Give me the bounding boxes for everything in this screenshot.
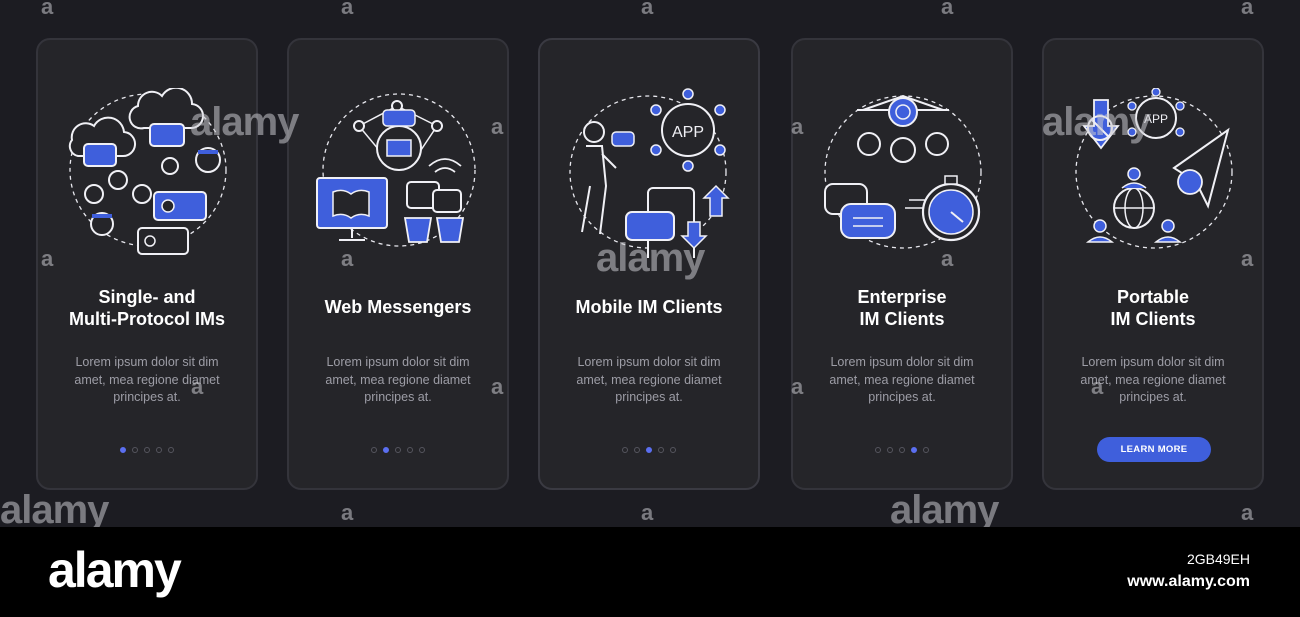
watermark-mark: a — [491, 114, 504, 139]
mobile-app-network-icon: APP — [560, 88, 740, 258]
onboarding-card-4: Enterprise IM Clients Lorem ipsum dolor … — [791, 38, 1013, 490]
title-line-2: IM Clients — [859, 309, 945, 329]
alamy-logo: alamy — [48, 542, 182, 598]
watermark-mark: a — [941, 0, 954, 19]
watermark-mark: a — [41, 0, 54, 19]
watermark-mark: a — [491, 374, 504, 399]
svg-text:APP: APP — [1144, 112, 1168, 126]
card-title: Portable IM Clients — [1044, 286, 1262, 330]
pagination-dot-5[interactable] — [168, 447, 174, 453]
onboarding-screens: Single- and Multi-Protocol IMs Lorem ips… — [0, 0, 1264, 532]
onboarding-card-2: Web Messengers Lorem ipsum dolor sit dim… — [287, 38, 509, 490]
pagination-dot-1[interactable] — [875, 447, 881, 453]
pagination-dot-2[interactable] — [383, 447, 389, 453]
pagination-dot-3[interactable] — [395, 447, 401, 453]
pagination-dot-2[interactable] — [887, 447, 893, 453]
title-line-1: Single- and — [98, 287, 196, 307]
pagination-dot-3[interactable] — [144, 447, 150, 453]
onboarding-card-1: Single- and Multi-Protocol IMs Lorem ips… — [36, 38, 258, 490]
web-messenger-devices-icon — [309, 88, 489, 258]
watermark-logo: alamy — [890, 488, 999, 532]
pagination-dot-5[interactable] — [670, 447, 676, 453]
watermark-mark: a — [41, 246, 54, 271]
pagination-dot-4[interactable] — [911, 447, 917, 453]
watermark-logo: alamy — [1042, 100, 1151, 144]
watermark-mark: a — [791, 114, 804, 139]
watermark-mark: a — [641, 0, 654, 19]
watermark-mark: a — [341, 246, 354, 271]
pagination-dot-3[interactable] — [646, 447, 652, 453]
enterprise-team-chat-icon — [813, 88, 993, 258]
pagination-dot-5[interactable] — [923, 447, 929, 453]
chat-clouds-users-icon — [58, 88, 238, 258]
pagination-dots — [38, 447, 256, 455]
pagination-dot-1[interactable] — [622, 447, 628, 453]
pagination-dot-3[interactable] — [899, 447, 905, 453]
stock-footer-bar: alamy 2GB49EH www.alamy.com — [0, 527, 1300, 617]
watermark-logo: alamy — [190, 100, 299, 144]
card-title: Enterprise IM Clients — [793, 286, 1011, 330]
pagination-dot-5[interactable] — [419, 447, 425, 453]
card-description: Lorem ipsum dolor sit dim amet, mea regi… — [74, 355, 220, 404]
watermark-mark: a — [1241, 500, 1254, 525]
pagination-dot-1[interactable] — [120, 447, 126, 453]
title-line-2: IM Clients — [1110, 309, 1196, 329]
watermark-mark: a — [791, 374, 804, 399]
watermark-mark: a — [1091, 374, 1104, 399]
card-description: Lorem ipsum dolor sit dim amet, mea regi… — [325, 355, 471, 404]
watermark-mark: a — [341, 500, 354, 525]
pagination-dot-1[interactable] — [371, 447, 377, 453]
watermark-mark: a — [1241, 0, 1254, 19]
watermark-logo: alamy — [0, 488, 109, 532]
svg-text:APP: APP — [672, 124, 704, 141]
onboarding-card-3: APP Mobile IM Clients Lorem ipsum dolor … — [538, 38, 760, 490]
watermark-logo: alamy — [596, 236, 705, 280]
card-description: Lorem ipsum dolor sit dim amet, mea regi… — [829, 355, 975, 404]
title-line-1: Enterprise — [857, 287, 947, 307]
card-description: Lorem ipsum dolor sit dim amet, mea regi… — [1080, 355, 1226, 404]
pagination-dots — [289, 447, 507, 455]
pagination-dot-4[interactable] — [658, 447, 664, 453]
watermark-mark: a — [1241, 246, 1254, 271]
watermark-mark: a — [941, 246, 954, 271]
image-id: 2GB49EH — [1186, 551, 1250, 567]
watermark-mark: a — [341, 0, 354, 19]
learn-more-button[interactable]: LEARN MORE — [1097, 437, 1211, 462]
watermark-mark: a — [641, 500, 654, 525]
card-title: Web Messengers — [324, 297, 472, 317]
card-description: Lorem ipsum dolor sit dim amet, mea regi… — [576, 355, 722, 404]
portable-app-globe-icon: APP — [1064, 88, 1244, 258]
title-line-2: Multi-Protocol IMs — [69, 309, 225, 329]
pagination-dot-2[interactable] — [132, 447, 138, 453]
pagination-dot-4[interactable] — [156, 447, 162, 453]
pagination-dot-2[interactable] — [634, 447, 640, 453]
watermark-mark: a — [191, 374, 204, 399]
card-title: Mobile IM Clients — [575, 297, 723, 317]
card-title: Single- and Multi-Protocol IMs — [38, 286, 256, 330]
onboarding-card-5: APP Portable IM Clients Lor — [1042, 38, 1264, 490]
site-url: www.alamy.com — [1127, 573, 1250, 590]
pagination-dot-4[interactable] — [407, 447, 413, 453]
pagination-dots — [540, 447, 758, 455]
title-line-1: Portable — [1116, 287, 1190, 307]
pagination-dots — [793, 447, 1011, 455]
